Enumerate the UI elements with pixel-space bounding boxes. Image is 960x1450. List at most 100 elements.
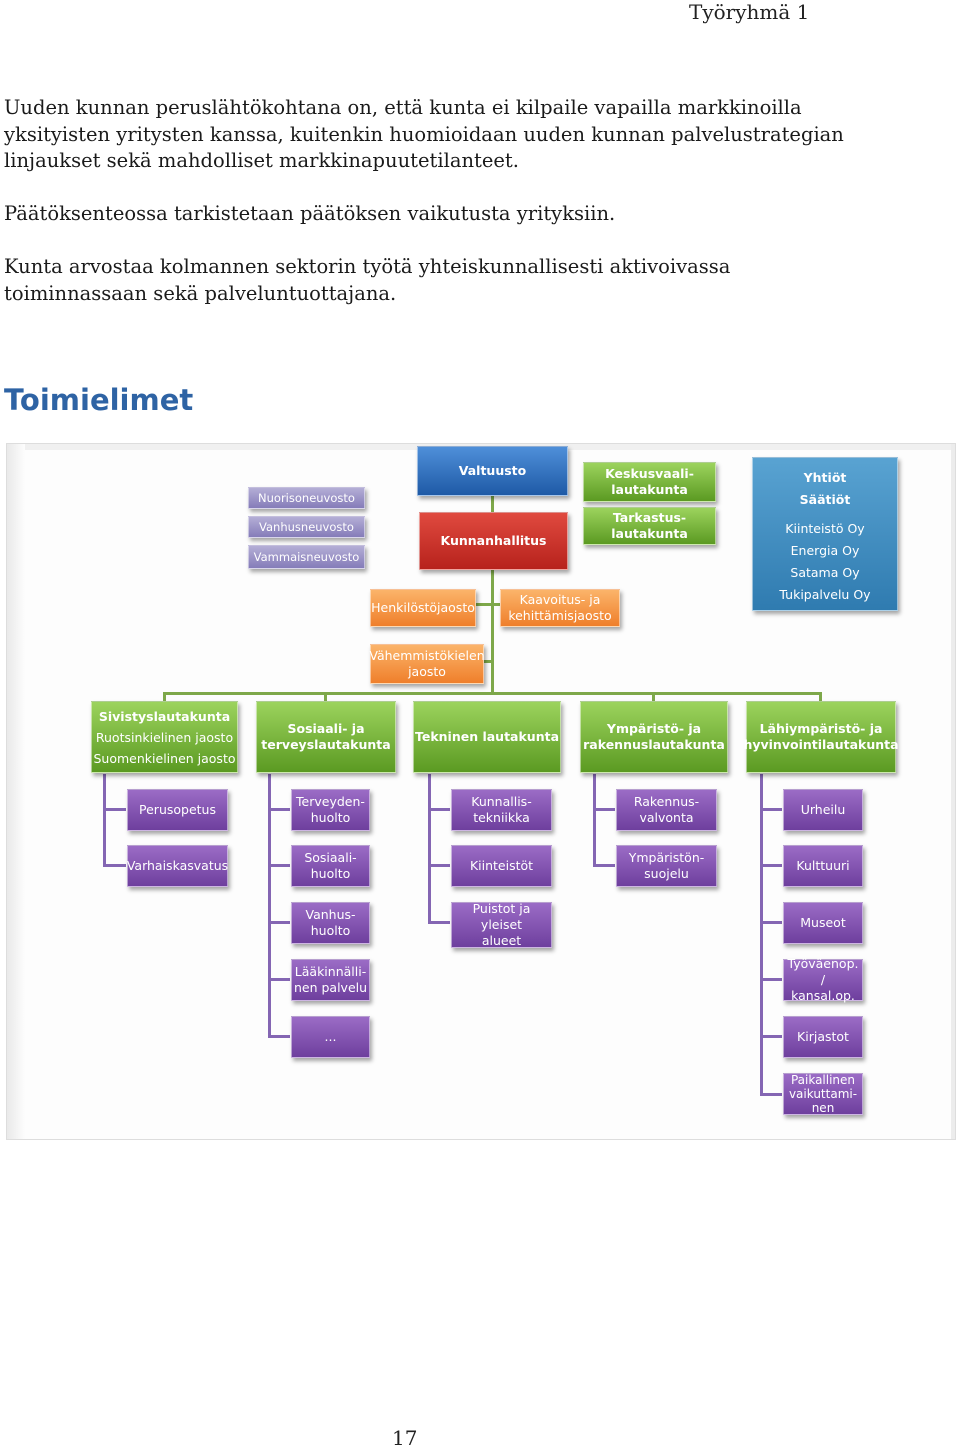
- connector-line: [421, 603, 566, 606]
- box-label: kehittämisjaosto: [508, 608, 612, 623]
- paragraph-third-sector: Kunta arvostaa kolmannen sektorin työtä …: [4, 254, 730, 307]
- box-label: Suomenkielinen jaosto: [93, 750, 236, 766]
- box-label: Vammaisneuvosto: [253, 550, 360, 564]
- box-label: Tukipalvelu Oy: [779, 587, 871, 602]
- box-label: Rakennus-: [633, 794, 700, 809]
- box-kunnanhallitus: Kunnanhallitus: [419, 512, 568, 570]
- box-label: Työväenop. /: [787, 956, 859, 987]
- box-label: Ympäristön-: [628, 850, 705, 865]
- unit-laakinnallinen-palvelu: Lääkinnälli- nen palvelu: [291, 959, 370, 1001]
- box-label: Keskusvaali-: [605, 466, 694, 481]
- connector-line: [760, 1093, 782, 1096]
- box-label: Kiinteistö Oy: [785, 521, 865, 536]
- box-label: Paikallinen: [790, 1073, 856, 1087]
- section-heading: Toimielimet: [4, 383, 194, 417]
- paragraph-line: Kunta arvostaa kolmannen sektorin työtä …: [4, 255, 731, 278]
- box-nuorisoneuvosto: Nuorisoneuvosto: [248, 487, 365, 509]
- paragraph-line: yksityisten yritysten kanssa, kuitenkin …: [4, 122, 844, 146]
- connector-line: [428, 774, 431, 924]
- box-valtuusto: Valtuusto: [417, 446, 568, 496]
- box-label: nen palvelu: [293, 980, 368, 995]
- box-label: Valtuusto: [458, 463, 527, 478]
- connector-line: [760, 1035, 782, 1038]
- box-label: Satama Oy: [790, 565, 860, 580]
- connector-line: [484, 660, 494, 663]
- box-label: hyvinvointilautakunta: [743, 737, 899, 752]
- connector-line: [268, 921, 290, 924]
- connector-line: [593, 808, 615, 811]
- connector-line: [593, 864, 615, 867]
- box-vanhusneuvosto: Vanhusneuvosto: [248, 516, 365, 538]
- connector-line: [491, 495, 494, 693]
- box-vahemmistokielen-jaosto: Vähemmistökielen jaosto: [369, 644, 485, 684]
- box-label: Lähiympäristö- ja: [759, 721, 883, 736]
- connector-line: [163, 692, 822, 695]
- header-group-label: Työryhmä 1: [689, 0, 810, 24]
- box-label: suojelu: [644, 866, 689, 881]
- box-label: Ympäristö- ja: [606, 721, 702, 736]
- box-label: Vanhusneuvosto: [259, 520, 354, 534]
- box-label: rakennuslautakunta: [583, 737, 725, 752]
- box-label: valvonta: [639, 810, 694, 825]
- connector-line: [268, 978, 290, 981]
- connector-line: [163, 692, 166, 702]
- box-label: Kulttuuri: [796, 858, 850, 873]
- unit-sosiaalihuolto: Sosiaali- huolto: [291, 845, 370, 887]
- connector-line: [268, 774, 271, 1038]
- unit-puistot-alueet: Puistot ja yleiset alueet: [451, 901, 552, 948]
- box-kaavoitusjaosto: Kaavoitus- ja kehittämisjaosto: [500, 589, 620, 627]
- box-label: Kiinteistöt: [469, 858, 534, 873]
- box-tarkastuslautakunta: Tarkastus- lautakunta: [583, 507, 716, 545]
- box-henkilostojaosto: Henkilöstöjaosto: [370, 589, 476, 627]
- paragraph-line: toiminnassaan sekä palveluntuottajana.: [4, 281, 397, 305]
- box-label: Säätiöt: [799, 492, 851, 507]
- unit-ellipsis: ...: [291, 1016, 370, 1058]
- box-lahiymparisto-hyvinvointilautakunta: Lähiympäristö- ja hyvinvointilautakunta: [743, 701, 899, 773]
- page-number: 17: [392, 1426, 418, 1450]
- box-label: Sivistyslautakunta: [98, 708, 231, 724]
- connector-line: [760, 774, 763, 1096]
- box-label: jaosto: [408, 664, 446, 679]
- unit-kunnallistekniikka: Kunnallis- tekniikka: [451, 789, 552, 831]
- box-ymparisto-rakennuslautakunta: Ympäristö- ja rakennuslautakunta: [580, 701, 728, 773]
- unit-perusopetus: Perusopetus: [127, 789, 228, 831]
- unit-kiinteistot: Kiinteistöt: [451, 845, 552, 887]
- connector-line: [103, 808, 126, 811]
- box-label: Sosiaali- ja: [287, 721, 365, 736]
- paragraph-line: Uuden kunnan peruslähtökohtana on, että …: [4, 96, 802, 119]
- box-label: ...: [324, 1029, 337, 1044]
- connector-line: [103, 864, 126, 867]
- connector-line: [760, 864, 782, 867]
- unit-terveydenhuolto: Terveyden- huolto: [291, 789, 370, 831]
- box-label: Henkilöstöjaosto: [371, 600, 475, 615]
- connector-line: [760, 921, 782, 924]
- box-sivistyslautakunta: Sivistyslautakunta Ruotsinkielinen jaost…: [91, 701, 238, 773]
- paragraph-decisions: Päätöksenteossa tarkistetaan päätöksen v…: [4, 202, 616, 225]
- box-label: Lääkinnälli-: [294, 964, 367, 979]
- box-label: Energia Oy: [790, 543, 860, 558]
- connector-line: [593, 774, 596, 867]
- unit-rakennusvalvonta: Rakennus- valvonta: [616, 789, 717, 831]
- box-label: Perusopetus: [139, 802, 216, 817]
- box-label: Urheilu: [800, 802, 846, 817]
- unit-tyovaenopisto: Työväenop. / kansal.op.: [783, 956, 863, 1003]
- unit-vanhushuolto: Vanhus- huolto: [291, 902, 370, 944]
- connector-line: [819, 692, 822, 702]
- box-label: Nuorisoneuvosto: [258, 491, 355, 505]
- box-label: Puistot ja yleiset: [472, 901, 531, 932]
- box-label: Tekninen lautakunta: [414, 729, 560, 744]
- connector-line: [760, 808, 782, 811]
- box-sosiaali-terveyslautakunta: Sosiaali- ja terveyslautakunta: [256, 701, 396, 773]
- paragraph-line: linjaukset sekä mahdolliset markkinapuut…: [4, 149, 519, 172]
- box-label: Kaavoitus- ja: [519, 592, 601, 607]
- connector-line: [268, 1035, 290, 1038]
- connector-line: [268, 864, 290, 867]
- box-label: Kirjastot: [797, 1029, 849, 1044]
- box-label: lautakunta: [611, 482, 688, 497]
- box-label: Tarkastus-: [612, 510, 687, 525]
- unit-kirjastot: Kirjastot: [783, 1016, 863, 1058]
- box-label: lautakunta: [611, 526, 688, 541]
- box-label: Sosiaali-: [304, 850, 357, 865]
- box-label: Museot: [800, 915, 846, 930]
- connector-line: [652, 692, 655, 702]
